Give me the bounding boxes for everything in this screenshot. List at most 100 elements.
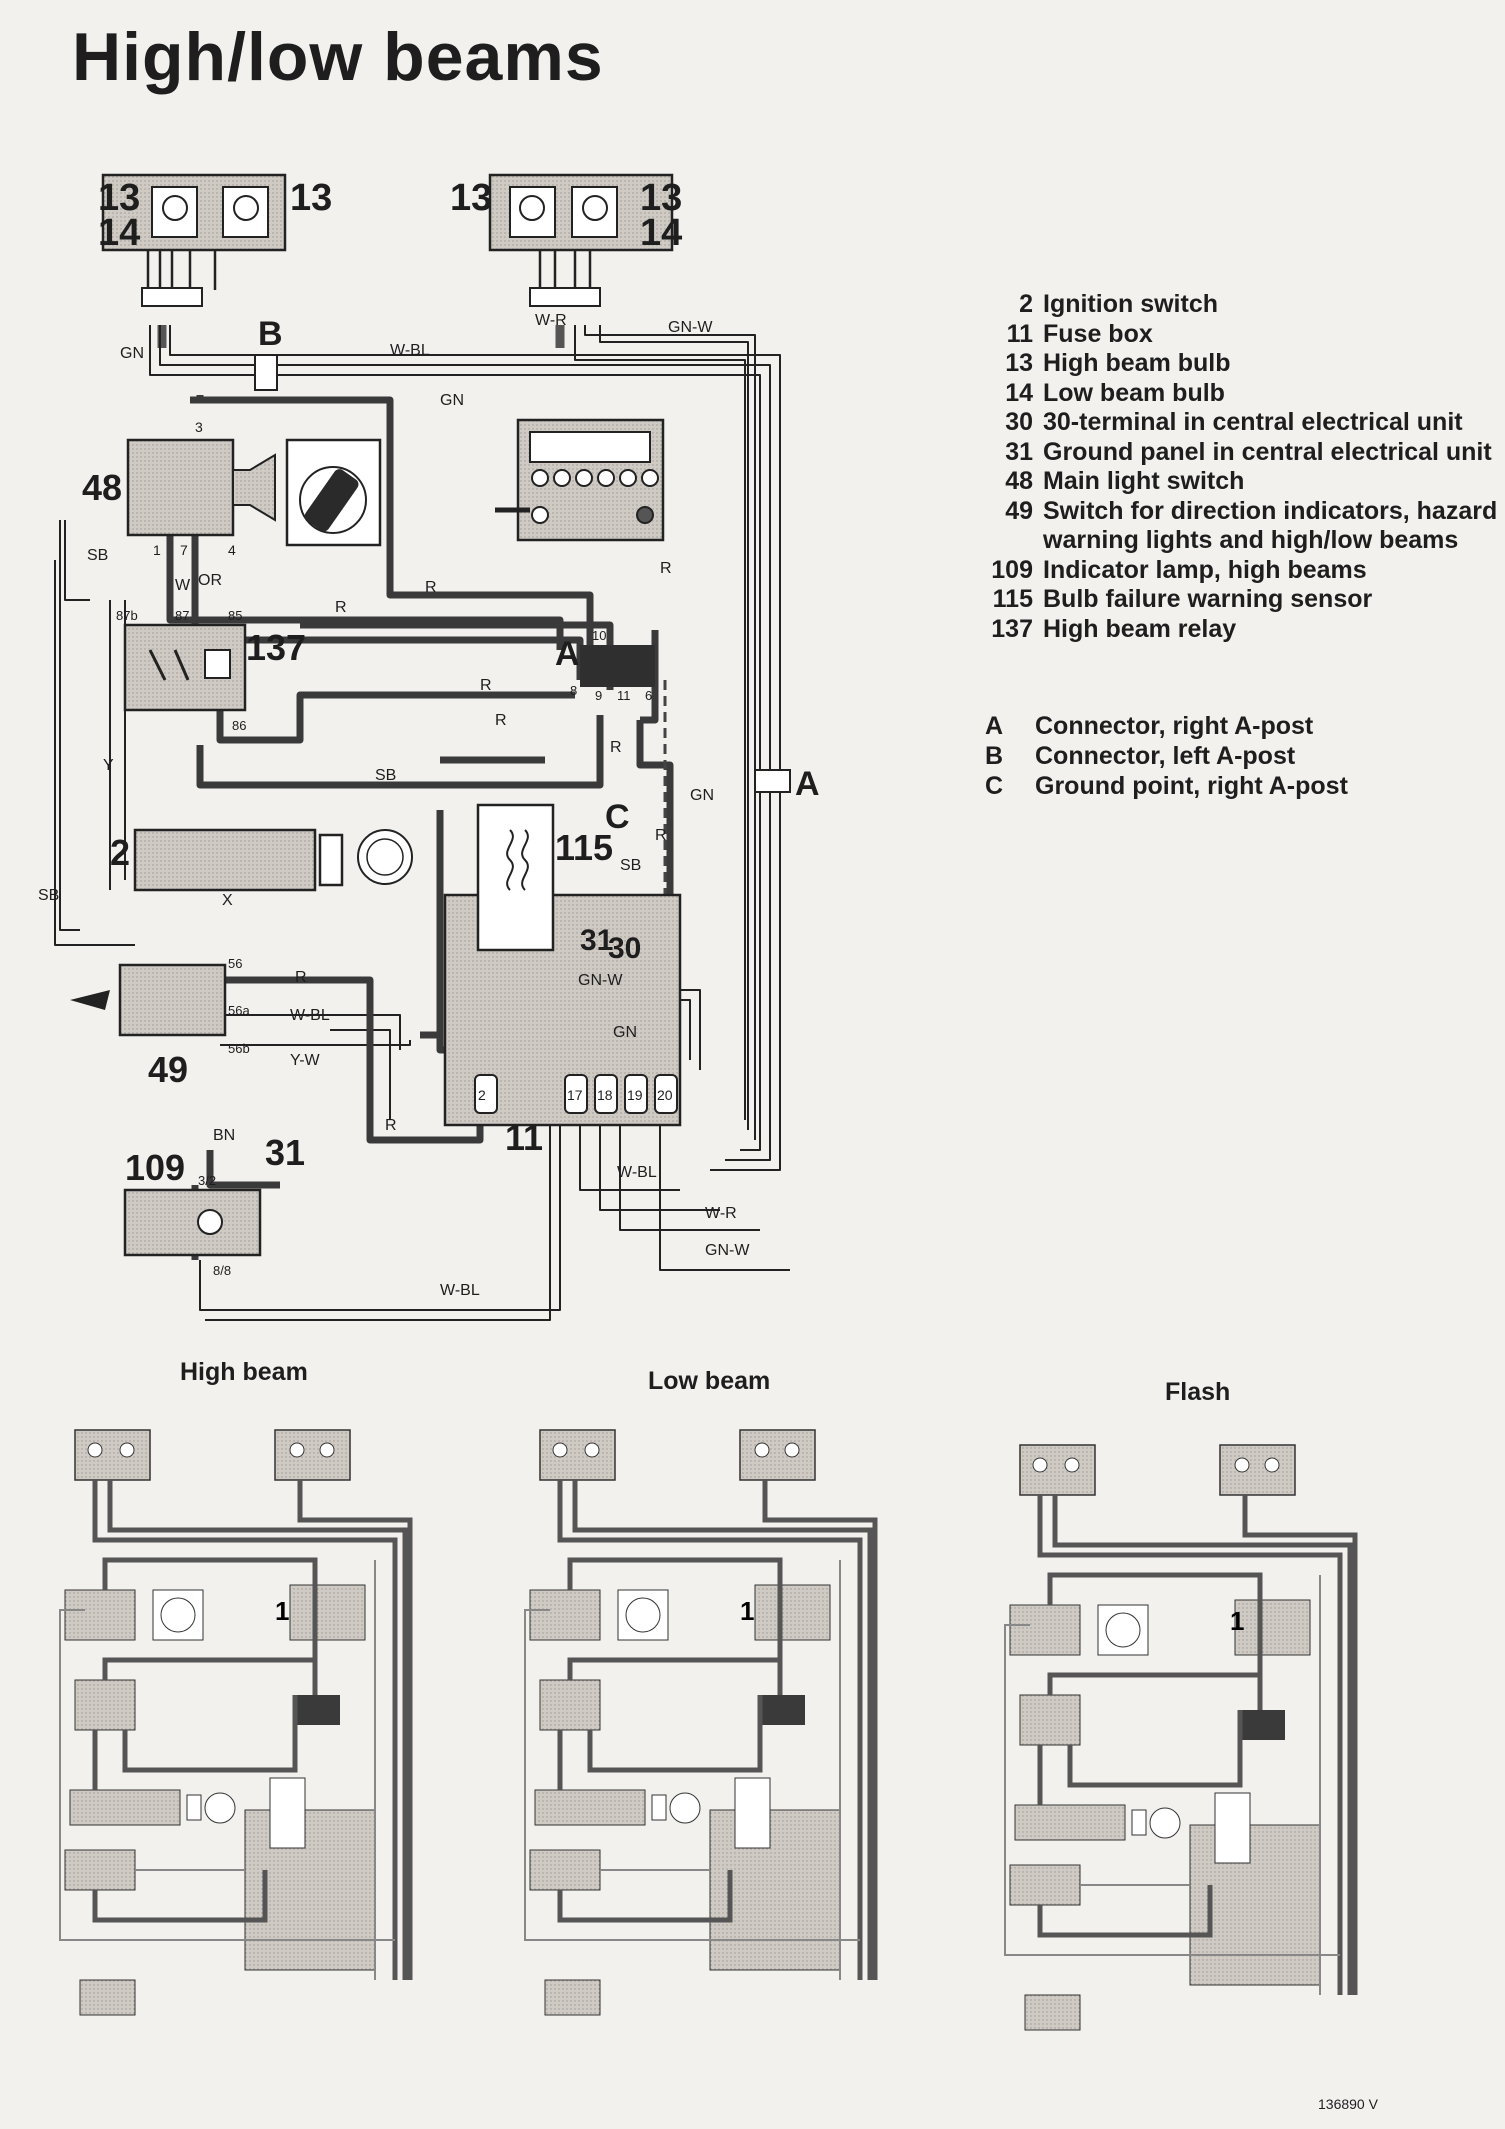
svg-text:13: 13 bbox=[290, 177, 332, 219]
connector-b bbox=[254, 354, 278, 391]
svg-text:13: 13 bbox=[98, 177, 140, 219]
svg-text:R: R bbox=[655, 827, 667, 844]
svg-text:W-R: W-R bbox=[535, 312, 567, 329]
low-beam-bulb-icon bbox=[233, 195, 259, 221]
svg-text:115: 115 bbox=[555, 827, 613, 868]
svg-text:4: 4 bbox=[228, 542, 236, 558]
svg-text:10: 10 bbox=[592, 628, 606, 643]
svg-text:R: R bbox=[610, 739, 622, 756]
svg-text:GN: GN bbox=[440, 392, 464, 409]
ignition-key-icon bbox=[357, 829, 413, 885]
mini-diagram-low-beam: 1 bbox=[525, 1430, 875, 2015]
svg-text:2: 2 bbox=[478, 1087, 486, 1103]
high-beam-bulb-icon bbox=[162, 195, 188, 221]
svg-text:W-R: W-R bbox=[705, 1205, 737, 1222]
svg-text:W-BL: W-BL bbox=[290, 1007, 330, 1024]
svg-text:Y: Y bbox=[103, 757, 114, 774]
svg-text:W: W bbox=[175, 577, 191, 594]
svg-text:GN-W: GN-W bbox=[668, 319, 713, 336]
indicator-lamp-high-beam bbox=[123, 1188, 262, 1257]
svg-text:GN: GN bbox=[120, 345, 144, 362]
svg-text:R: R bbox=[425, 579, 437, 596]
mini-diagram-high-beam: 1 bbox=[60, 1430, 410, 2015]
svg-text:R: R bbox=[295, 969, 307, 986]
svg-text:87b: 87b bbox=[116, 608, 138, 623]
svg-text:GN-W: GN-W bbox=[578, 972, 623, 989]
svg-text:13: 13 bbox=[640, 177, 682, 219]
svg-text:1: 1 bbox=[275, 1596, 289, 1626]
reference-number: 136890 V bbox=[1318, 2096, 1378, 2112]
svg-text:W-BL: W-BL bbox=[617, 1164, 657, 1181]
svg-text:R: R bbox=[660, 560, 672, 577]
svg-text:9: 9 bbox=[595, 688, 602, 703]
svg-text:W-BL: W-BL bbox=[390, 342, 430, 359]
svg-text:87: 87 bbox=[175, 608, 189, 623]
svg-text:14: 14 bbox=[98, 212, 140, 254]
svg-text:2: 2 bbox=[110, 832, 130, 873]
subtitle-high-beam: High beam bbox=[180, 1358, 308, 1386]
svg-text:1: 1 bbox=[153, 542, 161, 558]
svg-text:C: C bbox=[605, 798, 630, 836]
svg-text:11: 11 bbox=[617, 688, 631, 703]
low-beam-bulb-icon bbox=[582, 195, 608, 221]
svg-text:R: R bbox=[495, 712, 507, 729]
direction-indicator-switch bbox=[118, 963, 227, 1037]
svg-text:8/8: 8/8 bbox=[213, 1263, 231, 1278]
svg-text:14: 14 bbox=[640, 212, 682, 254]
svg-text:GN-W: GN-W bbox=[705, 1242, 750, 1259]
svg-text:8: 8 bbox=[570, 683, 577, 698]
svg-text:30: 30 bbox=[608, 932, 641, 965]
svg-text:R: R bbox=[335, 599, 347, 616]
svg-text:31: 31 bbox=[265, 1132, 305, 1173]
svg-text:B: B bbox=[258, 315, 283, 353]
svg-text:SB: SB bbox=[38, 887, 59, 904]
bulb-failure-sensor bbox=[476, 803, 555, 952]
svg-text:BN: BN bbox=[213, 1127, 235, 1144]
svg-text:A: A bbox=[555, 635, 580, 673]
svg-text:17: 17 bbox=[567, 1087, 583, 1103]
subtitle-flash: Flash bbox=[1165, 1378, 1231, 1406]
svg-text:85: 85 bbox=[228, 608, 242, 623]
svg-text:13: 13 bbox=[450, 177, 492, 219]
svg-text:1: 1 bbox=[1230, 1606, 1244, 1636]
svg-text:Y-W: Y-W bbox=[290, 1052, 321, 1069]
svg-text:1: 1 bbox=[740, 1596, 754, 1626]
svg-text:56b: 56b bbox=[228, 1041, 250, 1056]
ignition-switch bbox=[133, 828, 317, 892]
svg-text:SB: SB bbox=[87, 547, 108, 564]
main-light-switch bbox=[126, 438, 235, 537]
svg-text:11: 11 bbox=[505, 1117, 543, 1158]
svg-text:49: 49 bbox=[148, 1049, 188, 1090]
svg-text:109: 109 bbox=[125, 1147, 185, 1188]
svg-text:X: X bbox=[222, 892, 233, 909]
connector-a bbox=[580, 645, 655, 687]
page-title: High/low beams bbox=[72, 19, 604, 95]
svg-text:20: 20 bbox=[657, 1087, 673, 1103]
svg-text:137: 137 bbox=[246, 627, 306, 668]
svg-text:3: 3 bbox=[195, 419, 203, 435]
svg-text:R: R bbox=[385, 1117, 397, 1134]
svg-text:R: R bbox=[480, 677, 492, 694]
svg-text:A: A bbox=[795, 765, 820, 803]
svg-text:18: 18 bbox=[597, 1087, 613, 1103]
svg-text:48: 48 bbox=[82, 467, 122, 508]
svg-text:SB: SB bbox=[620, 857, 641, 874]
svg-text:56: 56 bbox=[228, 956, 242, 971]
svg-text:SB: SB bbox=[375, 767, 396, 784]
svg-text:31: 31 bbox=[580, 924, 613, 957]
